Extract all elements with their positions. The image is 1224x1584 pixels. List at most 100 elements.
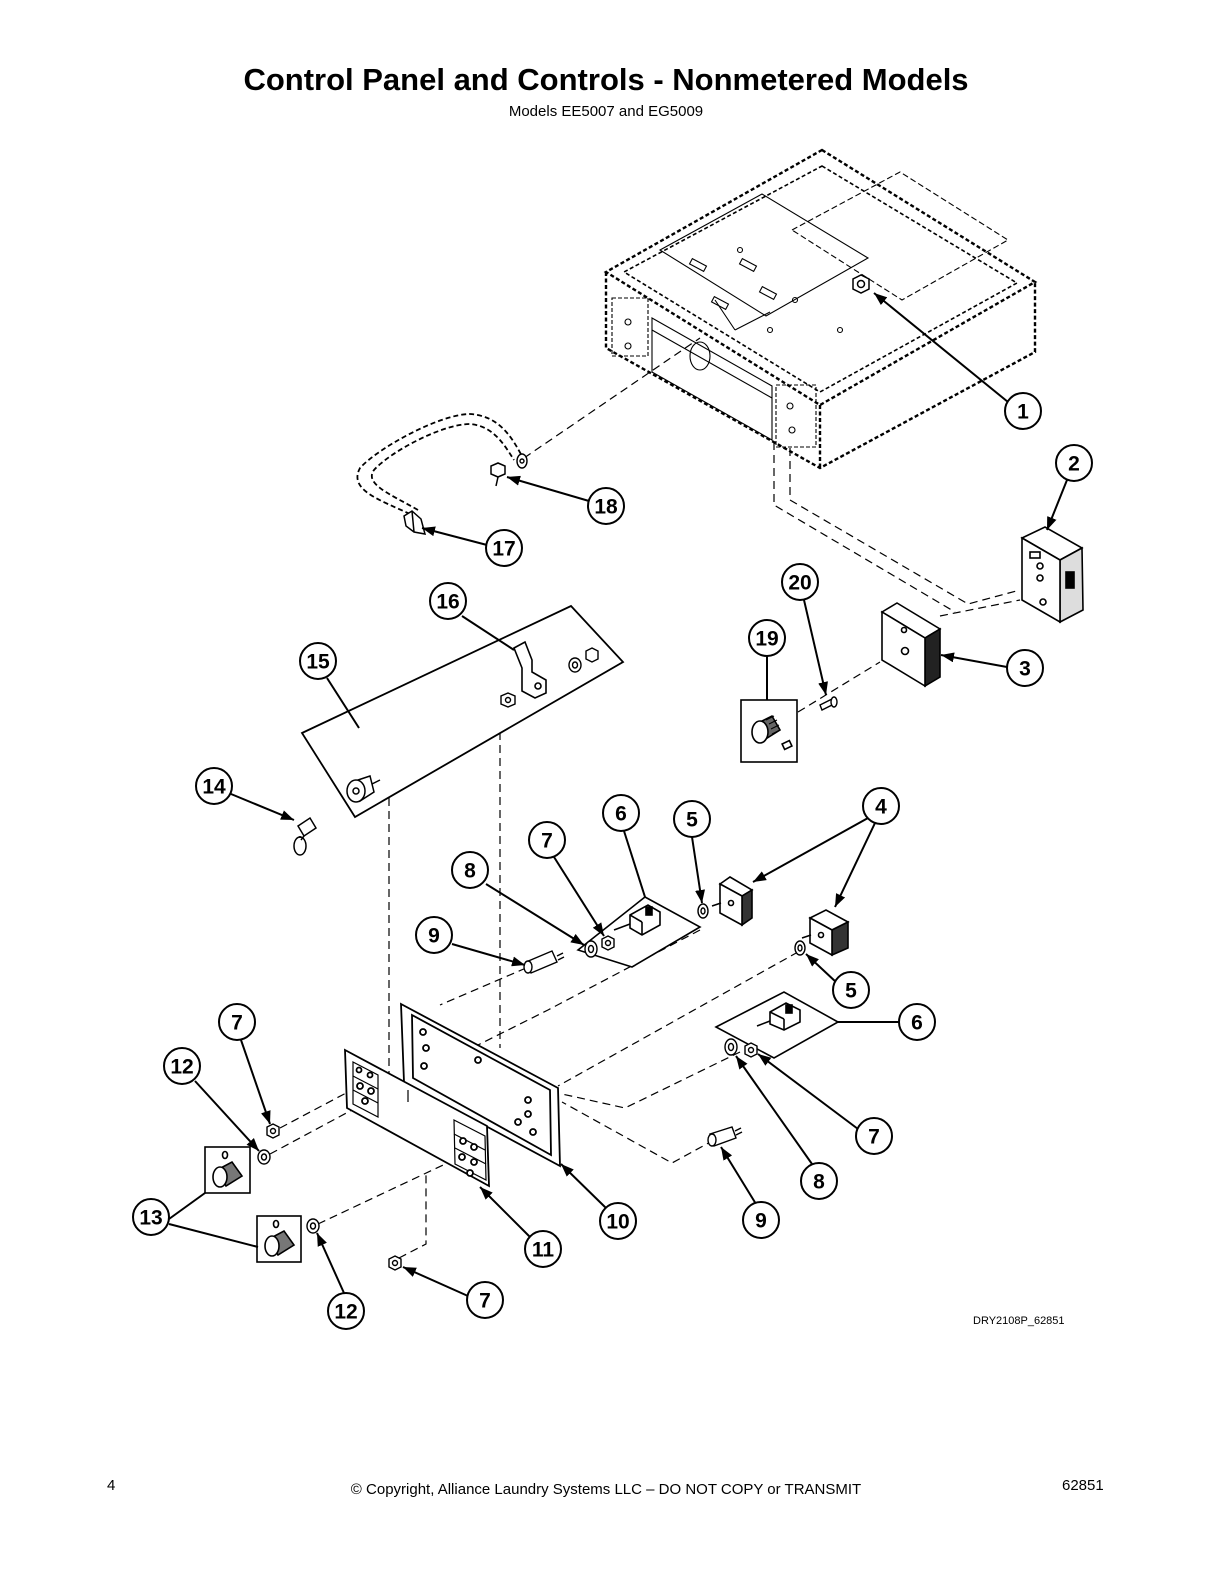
callout-2: 2 — [1055, 444, 1093, 482]
callout-circle — [195, 767, 233, 805]
callout-12: 12 — [163, 1047, 201, 1085]
callout-number: 4 — [875, 796, 887, 819]
callout-number: 9 — [428, 925, 440, 948]
callout-7: 7 — [855, 1117, 893, 1155]
callout-number: 10 — [606, 1211, 629, 1234]
callout-15: 15 — [299, 642, 337, 680]
part-screw-18 — [490, 462, 506, 487]
part-washer-12 — [257, 1149, 320, 1234]
callout-14: 14 — [195, 767, 233, 805]
drawing-id: DRY2108P_62851 — [973, 1315, 1065, 1327]
callout-circle — [781, 563, 819, 601]
callout-circle — [429, 582, 467, 620]
callout-circle — [218, 1003, 256, 1041]
callout-circle — [485, 529, 523, 567]
callout-circle — [1004, 392, 1042, 430]
callout-1: 1 — [1004, 392, 1042, 430]
callout-circle — [862, 787, 900, 825]
part-key-14 — [293, 816, 318, 856]
callout-number: 11 — [532, 1239, 555, 1262]
callout-number: 5 — [845, 980, 857, 1003]
callout-17: 17 — [485, 529, 523, 567]
callout-circle — [599, 1202, 637, 1240]
callout-number: 12 — [170, 1056, 193, 1079]
page-subtitle: Models EE5007 and EG5009 — [508, 103, 704, 120]
part-switch-plate-6-upper — [576, 896, 702, 968]
callout-16: 16 — [429, 582, 467, 620]
callout-number: 5 — [686, 809, 698, 832]
part-clip-17 — [403, 510, 427, 535]
wire-harness — [356, 413, 523, 515]
callout-circle — [748, 619, 786, 657]
callout-number: 6 — [615, 803, 627, 826]
cabinet-outline — [603, 148, 1038, 470]
part-switch-4-lower — [801, 909, 850, 957]
part-washer-5 — [697, 903, 806, 956]
callout-circle — [800, 1162, 838, 1200]
leader-arrows — [194, 292, 1068, 1297]
callout-number: 12 — [334, 1301, 357, 1324]
copyright-notice: © Copyright, Alliance Laundry Systems LL… — [350, 1481, 862, 1498]
leader-lines — [168, 615, 899, 1248]
callout-circle — [466, 1281, 504, 1319]
part-plate-15 — [300, 604, 625, 819]
part-lock-14 — [346, 775, 381, 803]
callout-18: 18 — [587, 487, 625, 525]
callout-circle — [742, 1201, 780, 1239]
document-number: 62851 — [1062, 1477, 1104, 1494]
callout-circle — [1006, 649, 1044, 687]
part-module-2 — [1020, 526, 1084, 624]
part-console-frame-10 — [400, 1002, 561, 1168]
callout-19: 19 — [748, 619, 786, 657]
callout-7: 7 — [218, 1003, 256, 1041]
callout-circle — [524, 1230, 562, 1268]
callout-number: 20 — [788, 572, 811, 595]
part-knob-13-lower — [256, 1215, 302, 1263]
callout-circle — [602, 794, 640, 832]
plate-hardware — [500, 647, 599, 708]
callout-6: 6 — [898, 1003, 936, 1041]
callout-8: 8 — [451, 851, 489, 889]
callout-5: 5 — [832, 971, 870, 1009]
callout-number: 17 — [492, 538, 515, 561]
callout-number: 7 — [231, 1012, 243, 1035]
callout-number: 3 — [1019, 658, 1031, 681]
callout-4: 4 — [862, 787, 900, 825]
part-nut-1 — [852, 274, 870, 294]
callout-13: 13 — [132, 1198, 170, 1236]
callout-circle — [415, 916, 453, 954]
part-washer-8 — [584, 940, 738, 1056]
page-title: Control Panel and Controls - Nonmetered … — [243, 62, 969, 97]
part-switch-4-upper — [711, 876, 754, 927]
callout-9: 9 — [415, 916, 453, 954]
callout-number: 8 — [813, 1171, 825, 1194]
callout-number: 13 — [139, 1207, 162, 1230]
callout-number: 14 — [202, 776, 226, 799]
part-nut-7 — [266, 935, 758, 1271]
part-lamp-9 — [523, 950, 743, 1147]
page-number: 4 — [107, 1477, 116, 1494]
callout-number: 16 — [436, 591, 459, 614]
callout-10: 10 — [599, 1202, 637, 1240]
part-knob-13-upper — [204, 1146, 251, 1194]
callout-circle — [299, 642, 337, 680]
callout-circle — [673, 800, 711, 838]
callout-number: 7 — [868, 1126, 880, 1149]
part-knob-19 — [740, 699, 798, 763]
callout-20: 20 — [781, 563, 819, 601]
callout-circle — [1055, 444, 1093, 482]
part-plate-3 — [880, 602, 942, 688]
callout-number: 7 — [479, 1290, 491, 1313]
callout-circle — [898, 1003, 936, 1041]
part-bracket-16 — [512, 640, 547, 699]
part-screw-20 — [819, 696, 838, 711]
callout-number: 19 — [755, 628, 778, 651]
callout-11: 11 — [524, 1230, 562, 1268]
callout-number: 9 — [755, 1210, 767, 1233]
callout-number: 6 — [911, 1012, 923, 1035]
callout-7: 7 — [466, 1281, 504, 1319]
callout-number: 18 — [594, 496, 618, 519]
callout-circle — [132, 1198, 170, 1236]
